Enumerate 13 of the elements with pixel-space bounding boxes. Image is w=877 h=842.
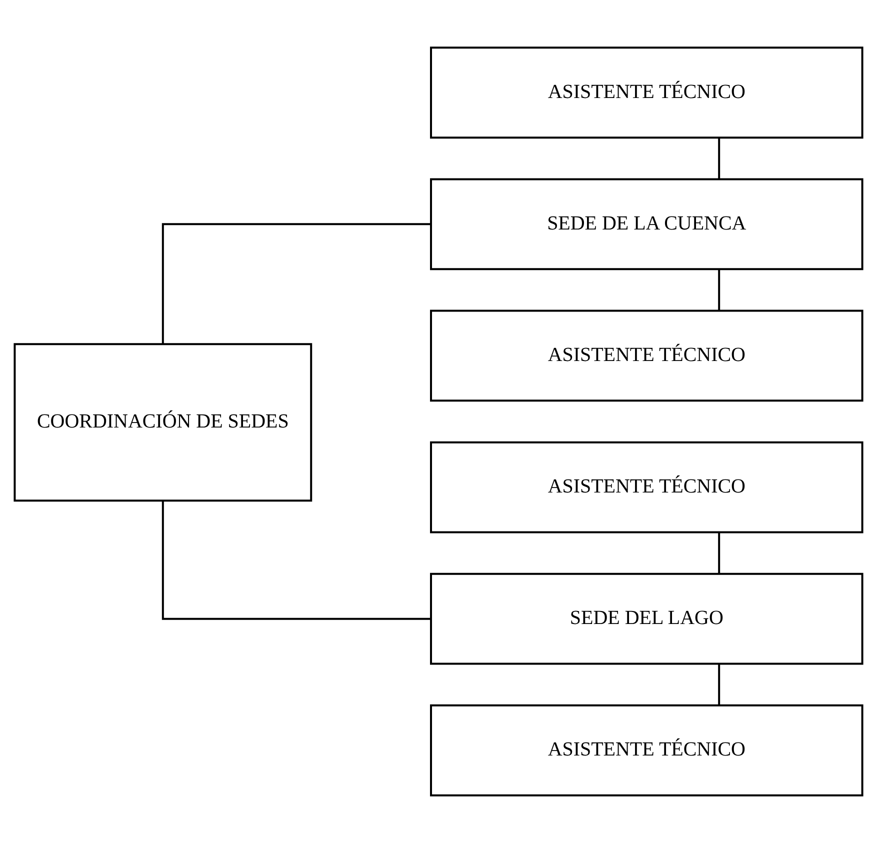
connector	[162, 222, 431, 344]
node-box: ASISTENTE TÉCNICO	[430, 309, 864, 402]
node-box: ASISTENTE TÉCNICO	[430, 46, 864, 138]
node-box: SEDE DE LA CUENCA	[430, 178, 864, 270]
connector	[718, 532, 720, 573]
connector	[718, 664, 720, 705]
connector	[718, 137, 720, 178]
connector	[718, 268, 720, 310]
node-box: ASISTENTE TÉCNICO	[430, 704, 864, 796]
node-box: ASISTENTE TÉCNICO	[430, 440, 864, 533]
node-box: COORDINACIÓN DE SEDES	[14, 342, 312, 502]
node-box: SEDE DEL LAGO	[430, 572, 864, 664]
connector	[162, 500, 431, 620]
